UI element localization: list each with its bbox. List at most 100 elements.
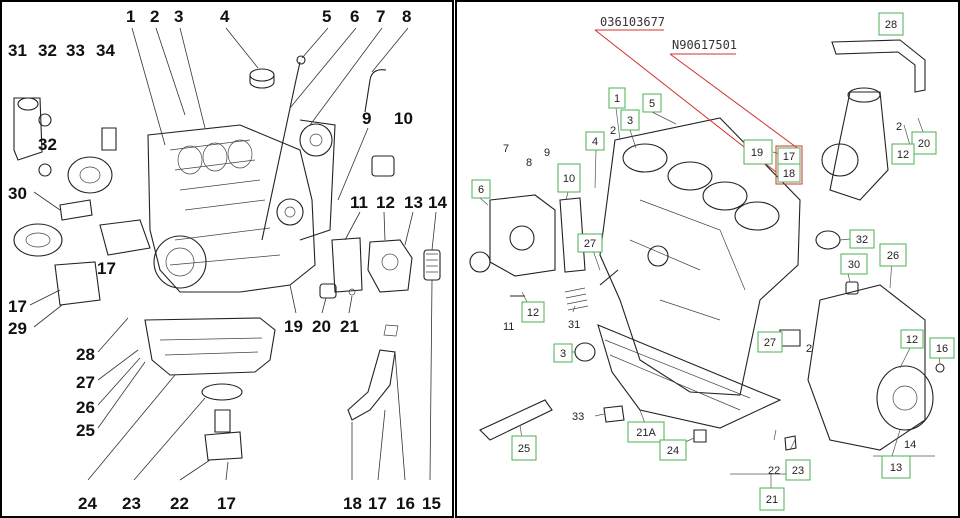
left-label-23: 23 [122, 494, 141, 513]
box-label-19: 19 [743, 139, 773, 165]
svg-text:18: 18 [783, 168, 795, 180]
svg-text:6: 6 [478, 184, 484, 196]
left-label-17-sensor: 17 [217, 494, 236, 513]
box-label-3: 3 [620, 109, 640, 131]
left-label-32-mid: 32 [38, 135, 57, 154]
svg-text:12: 12 [906, 334, 918, 346]
svg-text:27: 27 [584, 238, 596, 250]
left-panel-frame [0, 0, 454, 518]
svg-text:26: 26 [887, 250, 899, 262]
svg-text:3: 3 [560, 348, 566, 360]
svg-text:21A: 21A [636, 427, 656, 439]
left-label-24: 24 [78, 494, 97, 513]
left-label-2: 2 [150, 7, 159, 26]
box-label-12-left: 12 [521, 301, 545, 323]
svg-text:1: 1 [614, 93, 620, 105]
left-label-12: 12 [376, 193, 395, 212]
svg-text:16: 16 [936, 343, 948, 355]
svg-text:28: 28 [885, 19, 897, 31]
plain-label-9: 9 [544, 147, 550, 159]
left-label-20: 20 [312, 317, 331, 336]
plain-label-31: 31 [568, 319, 580, 331]
box-label-27-low: 27 [757, 331, 783, 353]
right-boxed-labels: 1 3 5 4 6 10 12 19 17 18 20 28 12 27 32 … [471, 12, 955, 511]
right-leader-lines [479, 107, 941, 488]
left-label-10: 10 [394, 109, 413, 128]
svg-text:10: 10 [563, 173, 575, 185]
left-label-32-top: 32 [38, 41, 57, 60]
left-engine-drawing [13, 55, 441, 461]
part-number-block: 036103677 [600, 15, 665, 29]
box-label-21: 21 [759, 487, 785, 511]
left-leader-lines [29, 27, 437, 481]
plain-label-2-top: 2 [610, 125, 616, 137]
left-label-13: 13 [404, 193, 423, 212]
svg-text:24: 24 [667, 445, 679, 457]
svg-text:12: 12 [527, 307, 539, 319]
left-label-14: 14 [428, 193, 447, 212]
left-label-5: 5 [322, 7, 331, 26]
svg-text:27: 27 [764, 337, 776, 349]
left-label-28: 28 [76, 345, 95, 364]
left-label-8: 8 [402, 7, 411, 26]
box-label-10: 10 [557, 163, 581, 193]
left-label-27: 27 [76, 373, 95, 392]
left-label-3: 3 [174, 7, 183, 26]
box-label-16: 16 [929, 337, 955, 359]
box-label-23: 23 [785, 459, 811, 481]
left-label-19: 19 [284, 317, 303, 336]
left-label-33: 33 [66, 41, 85, 60]
plain-label-14: 14 [904, 439, 916, 451]
box-label-27-mid: 27 [577, 233, 603, 253]
left-label-22: 22 [170, 494, 189, 513]
box-label-3-seal: 3 [553, 343, 573, 363]
box-label-21a: 21A [627, 421, 665, 443]
left-labels: 1 2 3 4 5 6 7 8 9 10 11 12 13 14 15 16 1… [8, 7, 447, 513]
left-label-16: 16 [396, 494, 415, 513]
box-label-13: 13 [881, 455, 911, 479]
box-label-18: 18 [777, 163, 801, 183]
svg-text:20: 20 [918, 138, 930, 150]
left-label-4: 4 [220, 7, 230, 26]
part-number-bolt: N90617501 [672, 38, 737, 52]
left-label-7: 7 [376, 7, 385, 26]
box-label-12-right: 12 [891, 143, 915, 165]
box-label-20: 20 [911, 131, 937, 155]
plain-label-2-right: 2 [806, 343, 812, 355]
svg-text:32: 32 [856, 234, 868, 246]
right-panel-frame [455, 0, 960, 518]
plain-label-7: 7 [503, 143, 509, 155]
svg-text:13: 13 [890, 462, 902, 474]
left-label-34: 34 [96, 41, 115, 60]
box-label-12-pump: 12 [900, 329, 924, 349]
box-label-17: 17 [777, 147, 801, 165]
left-label-26: 26 [76, 398, 95, 417]
right-plain-labels: 2 7 8 9 11 31 2 33 22 14 2 [503, 121, 916, 477]
left-label-18: 18 [343, 494, 362, 513]
left-label-17-left: 17 [8, 297, 27, 316]
box-label-30: 30 [840, 253, 868, 275]
left-label-29: 29 [8, 319, 27, 338]
left-label-15: 15 [422, 494, 441, 513]
box-label-1: 1 [608, 87, 626, 109]
left-label-1: 1 [126, 7, 135, 26]
box-label-24: 24 [659, 439, 687, 461]
left-label-9: 9 [362, 109, 371, 128]
plain-label-2-housing: 2 [896, 121, 902, 133]
svg-text:25: 25 [518, 443, 530, 455]
box-label-26: 26 [879, 243, 907, 267]
svg-text:17: 17 [783, 151, 795, 163]
plain-label-22: 22 [768, 465, 780, 477]
left-label-11: 11 [350, 193, 368, 212]
svg-text:4: 4 [592, 136, 598, 148]
svg-text:12: 12 [897, 149, 909, 161]
left-label-31: 31 [8, 41, 27, 60]
svg-text:5: 5 [649, 98, 655, 110]
svg-text:21: 21 [766, 494, 778, 506]
svg-text:3: 3 [627, 115, 633, 127]
svg-text:19: 19 [751, 147, 763, 159]
left-label-17-bottom: 17 [368, 494, 387, 513]
box-label-32: 32 [849, 229, 875, 249]
